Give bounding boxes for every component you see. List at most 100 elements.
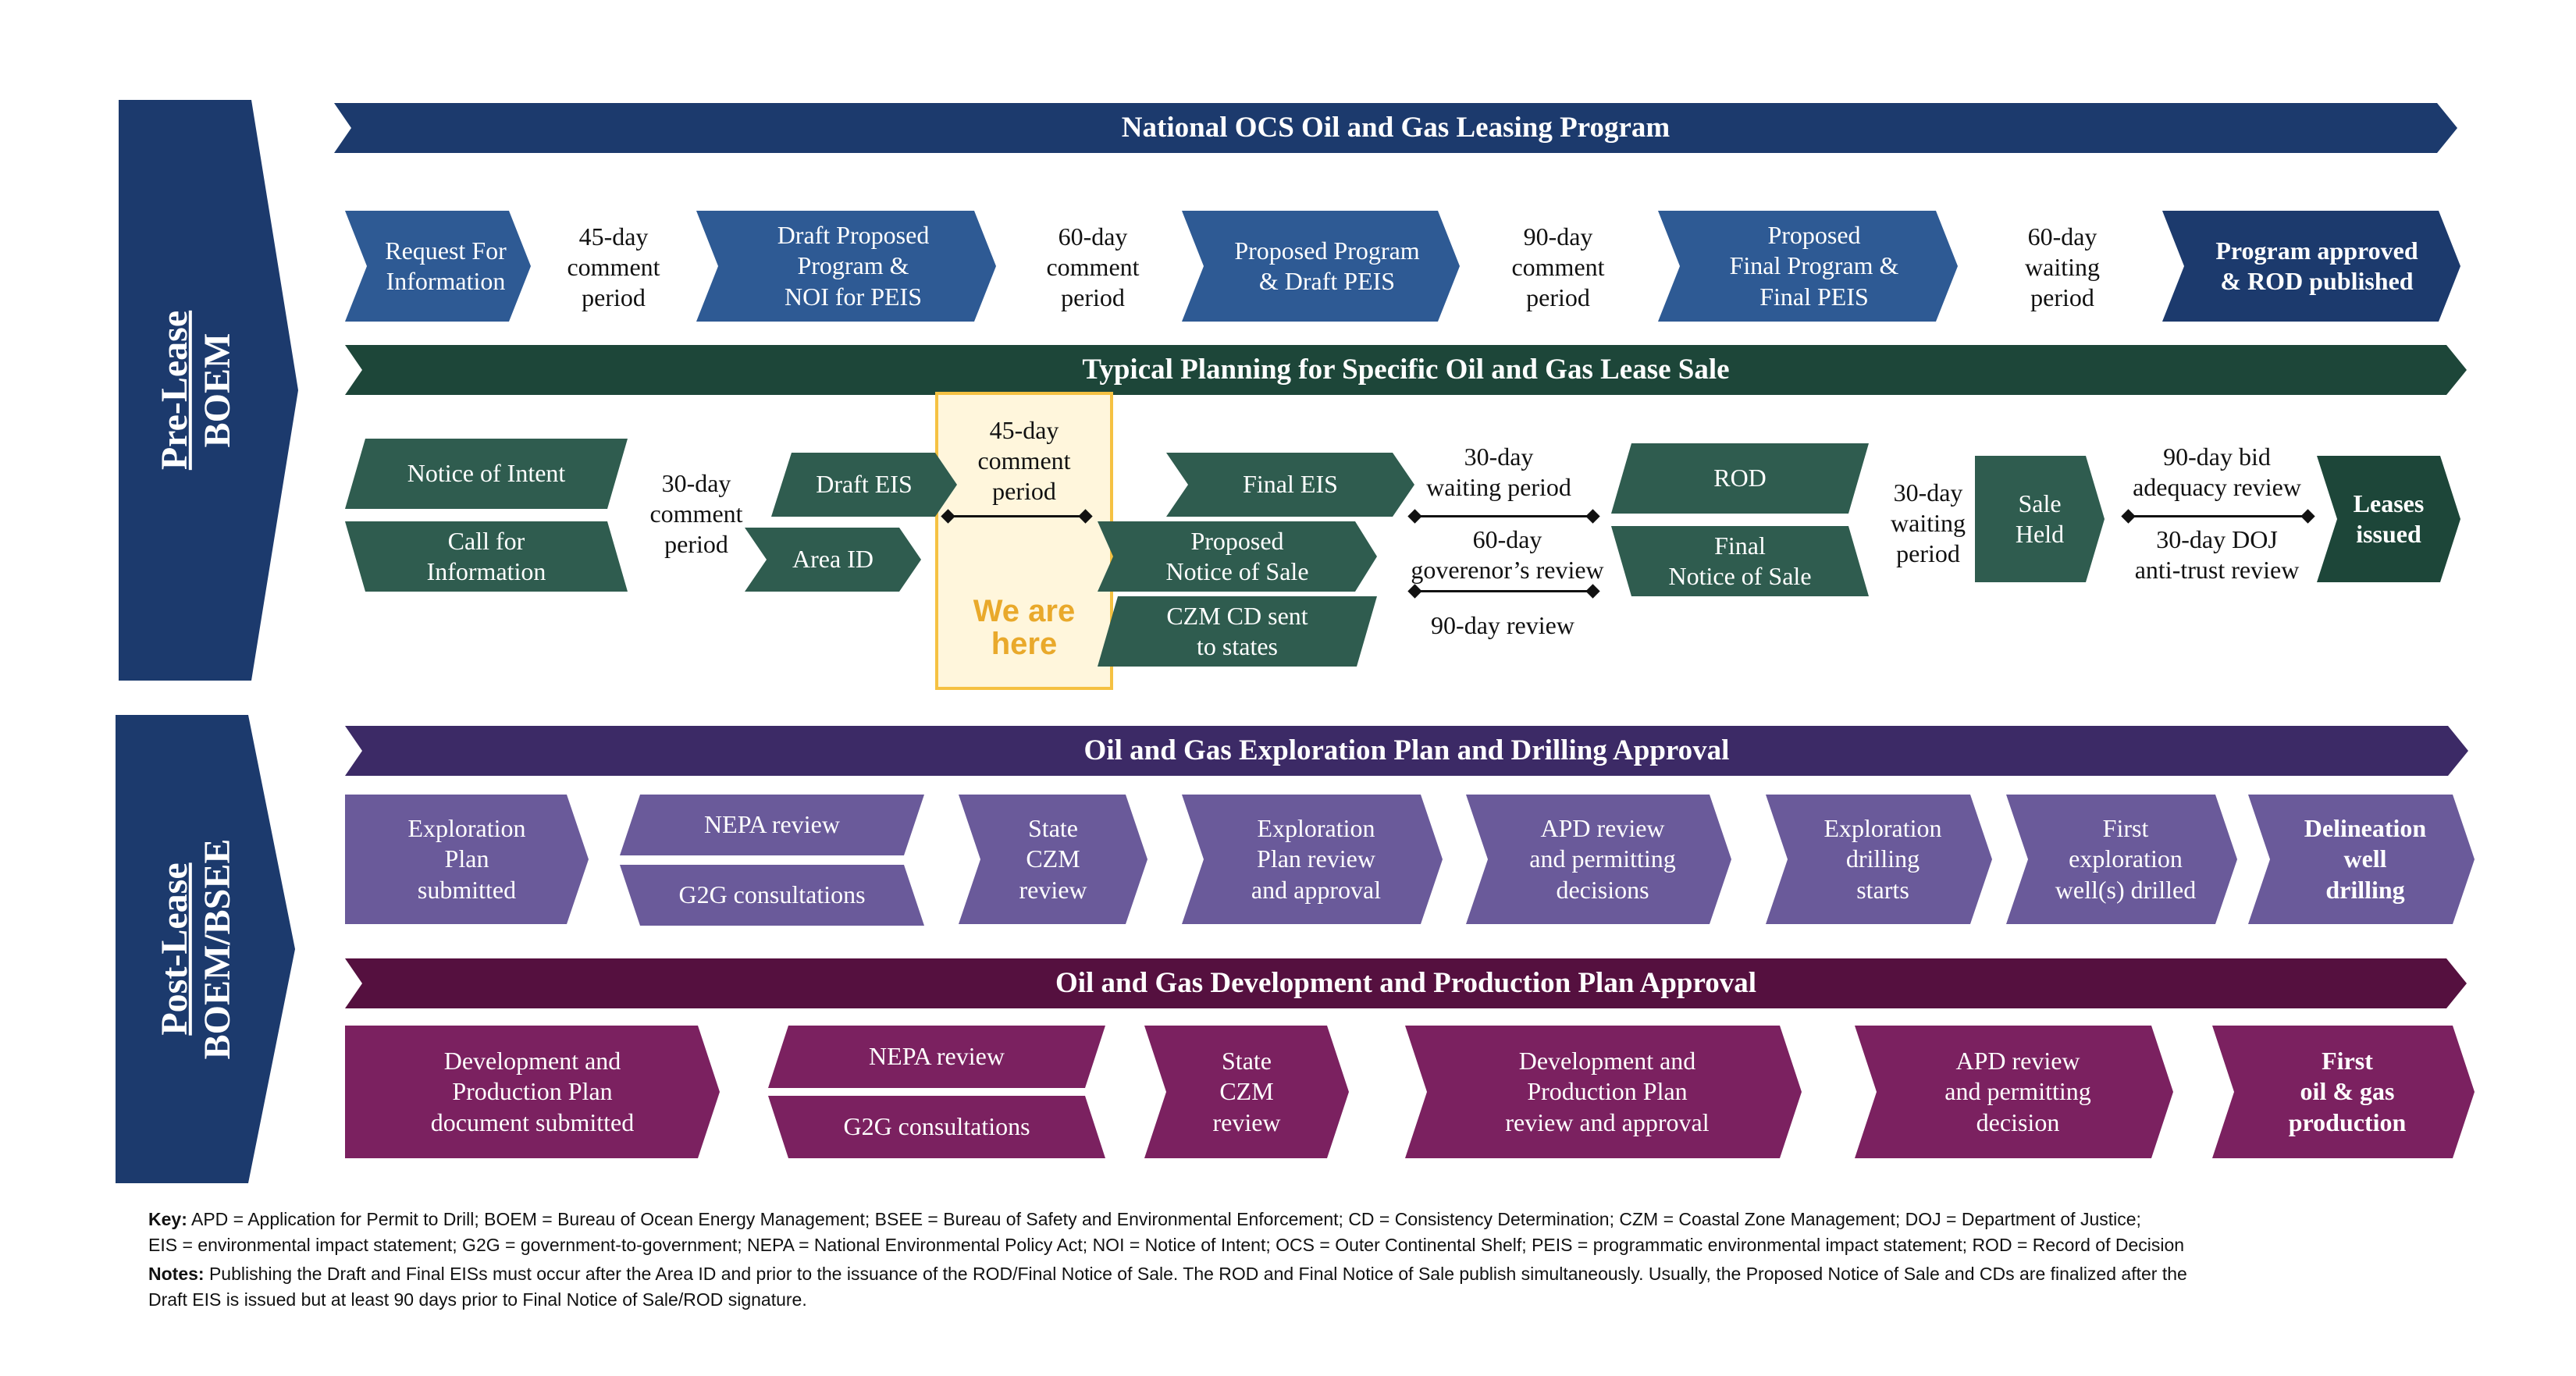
area-id-box: Area ID	[745, 528, 921, 592]
rod-label: ROD	[1713, 464, 1767, 492]
doj-30-label: 30-day DOJ anti-trust review	[2134, 525, 2300, 585]
development-doc-submitted-label: Development and Production Plan document…	[430, 1047, 635, 1136]
waiting-30-label: 30-day waiting period	[1426, 443, 1571, 502]
delineation-well-box: Delineation well drilling	[2248, 795, 2475, 924]
waiting-30-start-marker	[1407, 509, 1422, 524]
exploration-first-well-box: First exploration well(s) drilled	[2006, 795, 2237, 924]
development-g2g-label: G2G consultations	[843, 1112, 1030, 1141]
exploration-drilling-starts-box: Exploration drilling starts	[1766, 795, 1992, 924]
step-label: Draft Proposed Program & NOI for PEIS	[777, 221, 930, 311]
bid-review-line	[2128, 515, 2309, 517]
step-label: Proposed Program & Draft PEIS	[1234, 236, 1420, 295]
development-plan-review-label: Development and Production Plan review a…	[1505, 1047, 1710, 1136]
final-eis-label: Final EIS	[1243, 470, 1338, 499]
czm-cd-box: CZM CD sent to states	[1098, 596, 1377, 667]
waiting-30b-label: 30-day waiting period	[1891, 478, 1966, 568]
lease-sale-banner-text: Typical Planning for Specific Oil and Ga…	[1082, 354, 1730, 386]
leases-issued-label: Leases issued	[2353, 489, 2425, 548]
exploration-banner-text: Oil and Gas Exploration Plan and Drillin…	[1083, 734, 1730, 767]
delineation-well-label: Delineation well drilling	[2304, 814, 2427, 904]
exploration-plan-review-box: Exploration Plan review and approval	[1182, 795, 1443, 924]
final-notice-of-sale-box: Final Notice of Sale	[1611, 526, 1869, 596]
step-proposed-program: Proposed Program & Draft PEIS	[1182, 211, 1460, 322]
national-program-banner-text: National OCS Oil and Gas Leasing Program	[1121, 112, 1670, 144]
exploration-g2g-box: G2G consultations	[620, 865, 924, 926]
period-45-line	[948, 515, 1087, 517]
waiting-30-line	[1414, 515, 1594, 517]
call-for-information-label: Call for Information	[426, 526, 546, 585]
prelease-side-label: Pre-Lease BOEM	[153, 311, 239, 470]
national-period-45: 45-day comment period	[567, 222, 660, 312]
draft-eis-box: Draft EIS	[771, 453, 957, 517]
key-label: Key:	[148, 1209, 187, 1229]
key-line-1: Key: APD = Application for Permit to Dri…	[148, 1207, 2184, 1232]
development-banner: Oil and Gas Development and Production P…	[345, 958, 2467, 1008]
development-nepa-label: NEPA review	[869, 1042, 1005, 1071]
development-czm-label: State CZM review	[1212, 1047, 1281, 1136]
national-period-60: 60-day comment period	[1046, 222, 1140, 312]
leases-issued-box: Leases issued	[2317, 456, 2460, 582]
exploration-plan-submitted-label: Exploration Plan submitted	[407, 814, 526, 904]
bid-90-label: 90-day bid adequacy review	[2133, 443, 2301, 502]
development-apd-label: APD review and permitting decision	[1944, 1047, 2091, 1136]
exploration-first-well-label: First exploration well(s) drilled	[2055, 814, 2197, 904]
development-g2g-box: G2G consultations	[768, 1096, 1105, 1158]
final-notice-of-sale-label: Final Notice of Sale	[1668, 531, 1812, 590]
postlease-side-label: Post-Lease BOEM/BSEE	[153, 839, 239, 1060]
review-90-start-marker	[1407, 584, 1422, 599]
exploration-banner: Oil and Gas Exploration Plan and Drillin…	[345, 726, 2468, 776]
we-are-here-label: We are here	[973, 594, 1076, 661]
notes-line-1: Notes: Publishing the Draft and Final EI…	[148, 1261, 2187, 1287]
governor-60-label: 60-day goverenor’s review	[1411, 525, 1604, 585]
bid-review-start-marker	[2121, 509, 2136, 524]
final-eis-box: Final EIS	[1166, 453, 1414, 517]
step-request-for-information: Request For Information	[345, 211, 531, 322]
national-period-90: 90-day comment period	[1511, 222, 1605, 312]
prelease-agency: BOEM	[196, 332, 238, 448]
exploration-apd-box: APD review and permitting decisions	[1466, 795, 1731, 924]
development-doc-submitted-box: Development and Production Plan document…	[345, 1026, 720, 1158]
step-proposed-final-program: Proposed Final Program & Final PEIS	[1658, 211, 1958, 322]
step-program-approved: Program approved & ROD published	[2162, 211, 2460, 322]
notes-label: Notes:	[148, 1264, 205, 1284]
first-oil-gas-label: First oil & gas production	[2288, 1047, 2407, 1136]
postlease-side-arrow: Post-Lease BOEM/BSEE	[116, 715, 295, 1183]
footer-key: Key: APD = Application for Permit to Dri…	[148, 1207, 2184, 1257]
key-line-2: EIS = environmental impact statement; G2…	[148, 1234, 2185, 1255]
notice-of-intent-label: Notice of Intent	[407, 459, 566, 488]
sale-period-45: 45-day comment period	[977, 416, 1071, 506]
sale-period-30: 30-day comment period	[649, 469, 743, 559]
exploration-nepa-box: NEPA review	[620, 795, 924, 855]
exploration-apd-label: APD review and permitting decisions	[1529, 814, 1676, 904]
review-90-label: 90-day review	[1431, 611, 1574, 639]
area-id-label: Area ID	[792, 545, 873, 574]
step-label: Proposed Final Program & Final PEIS	[1729, 221, 1899, 311]
development-czm-box: State CZM review	[1144, 1026, 1349, 1158]
step-label: Request For Information	[385, 236, 507, 295]
exploration-czm-box: State CZM review	[959, 795, 1147, 924]
review-90-line	[1414, 590, 1594, 592]
notes-text: Publishing the Draft and Final EISs must…	[204, 1264, 2187, 1284]
notes-line-2: Draft EIS is issued but at least 90 days…	[148, 1289, 807, 1310]
exploration-g2g-label: G2G consultations	[678, 880, 866, 909]
exploration-nepa-label: NEPA review	[704, 810, 840, 839]
waiting-30-end-marker	[1585, 509, 1600, 524]
sale-held-box: Sale Held	[1975, 456, 2105, 582]
first-oil-gas-box: First oil & gas production	[2212, 1026, 2475, 1158]
national-program-banner: National OCS Oil and Gas Leasing Program	[334, 103, 2457, 153]
we-are-here-highlight	[935, 392, 1113, 690]
step-draft-proposed-program: Draft Proposed Program & NOI for PEIS	[696, 211, 996, 322]
rod-box: ROD	[1611, 443, 1869, 514]
step-label: Program approved & ROD published	[2215, 236, 2418, 295]
key-text: APD = Application for Permit to Drill; B…	[187, 1209, 2141, 1229]
development-apd-box: APD review and permitting decision	[1855, 1026, 2173, 1158]
lease-sale-banner: Typical Planning for Specific Oil and Ga…	[345, 345, 2467, 395]
exploration-plan-submitted-box: Exploration Plan submitted	[345, 795, 589, 924]
footer-notes: Notes: Publishing the Draft and Final EI…	[148, 1261, 2187, 1312]
czm-cd-label: CZM CD sent to states	[1166, 601, 1308, 660]
national-period-60-waiting: 60-day waiting period	[2025, 222, 2100, 312]
call-for-information-box: Call for Information	[345, 521, 628, 592]
postlease-agency: BOEM/BSEE	[197, 838, 239, 1060]
development-banner-text: Oil and Gas Development and Production P…	[1055, 967, 1757, 1000]
exploration-plan-review-label: Exploration Plan review and approval	[1251, 814, 1382, 904]
